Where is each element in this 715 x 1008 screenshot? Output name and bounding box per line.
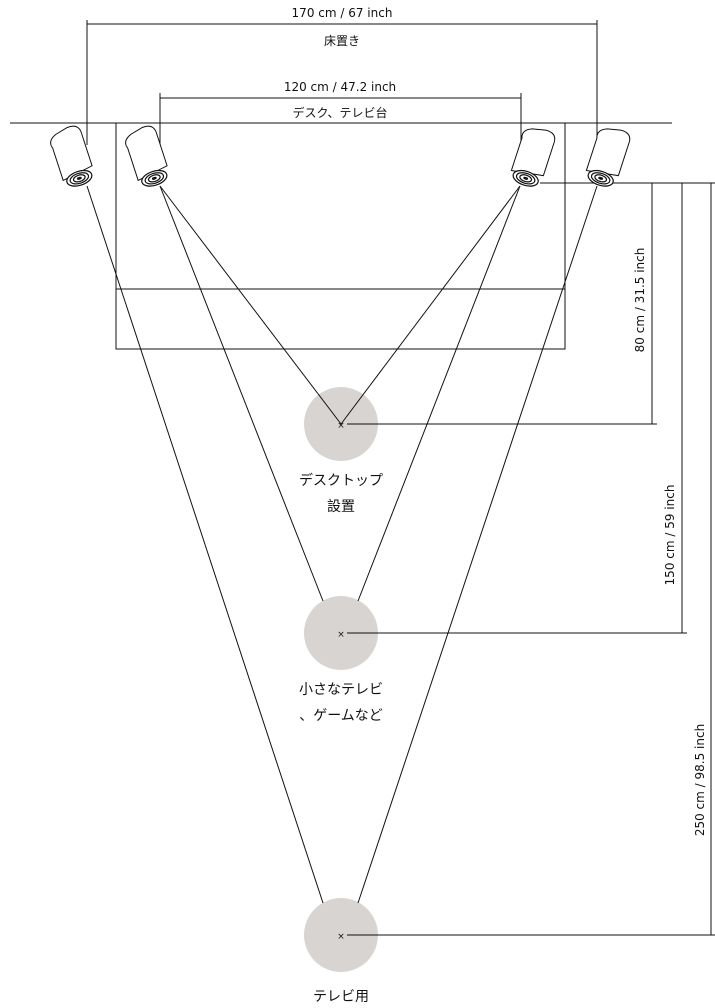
speaker-floor-right-icon	[585, 128, 631, 187]
listening-circle-small-tv	[304, 596, 378, 670]
desk-placement-label: デスク、テレビ台	[293, 105, 388, 120]
listening-marker-tv: ×	[337, 932, 345, 942]
floor-placement-label: 床置き	[324, 34, 360, 48]
zone-small-tv-line-1: 小さなテレビ	[299, 682, 383, 698]
listening-circle-tv	[304, 898, 378, 972]
speaker-desk-left-icon	[125, 125, 168, 187]
desk-width-label: 120 cm / 47.2 inch	[284, 80, 396, 94]
speaker-floor-left-icon	[50, 125, 93, 187]
distance-small-tv-label: 150 cm / 59 inch	[663, 485, 677, 586]
speaker-desk-right-icon	[510, 128, 556, 187]
distance-dimension-lines	[651, 183, 712, 935]
zone-small-tv-line-2: 、ゲームなど	[299, 708, 383, 724]
zone-desktop-line-2: 設置	[327, 499, 355, 515]
desk-width-dimension: 120 cm / 47.2 inch デスク、テレビ台	[159, 80, 522, 145]
floor-speaker-lines	[86, 185, 598, 904]
desk-speaker-lines	[159, 185, 521, 602]
listening-marker-desktop: ×	[337, 421, 345, 431]
floor-width-dimension: 170 cm / 67 inch 床置き	[86, 6, 598, 145]
desk-outline	[115, 122, 566, 350]
zone-tv-line-1: テレビ用	[313, 989, 369, 1005]
listening-leaders	[347, 182, 715, 936]
distance-desktop-label: 80 cm / 31.5 inch	[633, 248, 647, 353]
zone-desktop-line-1: デスクトップ	[299, 472, 383, 489]
distance-tv-label: 250 cm / 98.5 inch	[693, 724, 707, 836]
listening-marker-small-tv: ×	[337, 630, 345, 640]
floor-width-label: 170 cm / 67 inch	[292, 6, 393, 20]
